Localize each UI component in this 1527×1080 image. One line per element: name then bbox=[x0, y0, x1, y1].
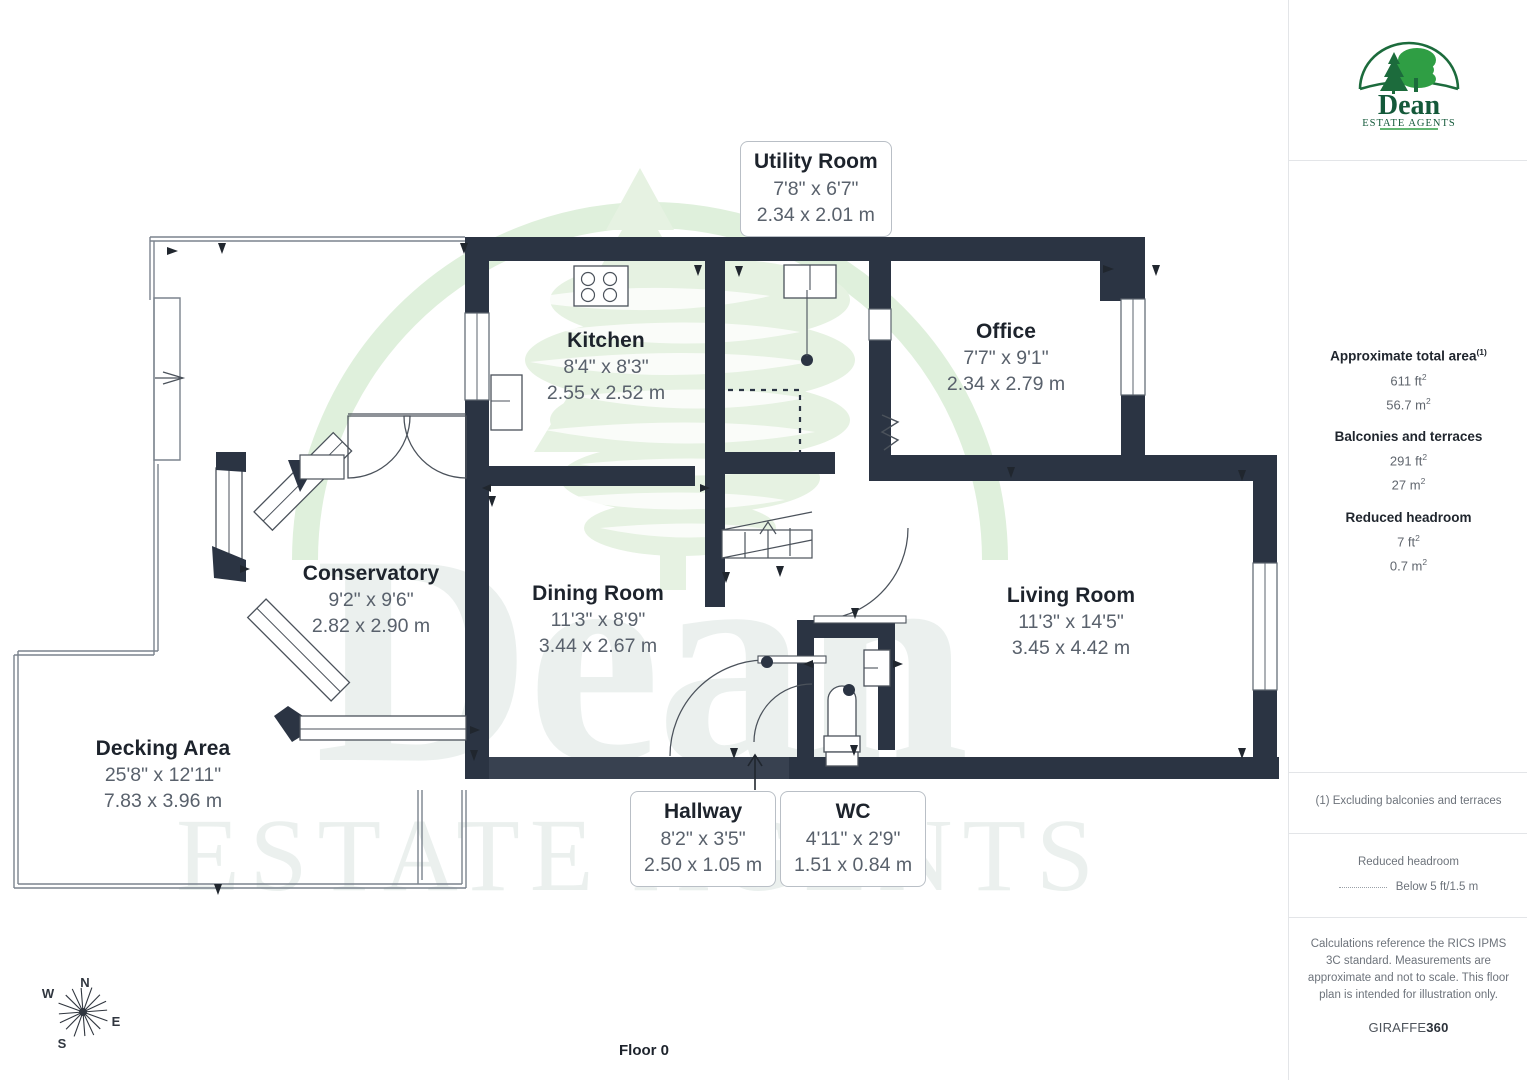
room-dim-imperial: 4'11" x 2'9" bbox=[805, 828, 901, 850]
utility-appliance bbox=[783, 264, 837, 299]
kitchen-unit bbox=[490, 374, 523, 431]
legend-row: Below 5 ft/1.5 m bbox=[1303, 878, 1514, 896]
footnote-block: (1) Excluding balconies and terraces bbox=[1289, 793, 1527, 810]
room-name: WC bbox=[835, 800, 871, 823]
floor-caption: Floor 0 bbox=[618, 1042, 669, 1059]
door-swings bbox=[669, 354, 909, 757]
south-wall-shading bbox=[489, 757, 789, 779]
callout-wc: WC 4'11" x 2'9" 1.51 x 0.84 m bbox=[780, 791, 927, 887]
total-area-footnote-marker: (1) bbox=[1476, 347, 1487, 357]
hob-fixture bbox=[573, 265, 629, 307]
compass-e: E bbox=[112, 1014, 121, 1029]
sidebar-divider bbox=[1289, 917, 1527, 918]
compass-w: W bbox=[42, 986, 55, 1001]
room-dim-metric: 2.50 x 1.05 m bbox=[644, 854, 763, 876]
sidebar-divider bbox=[1289, 772, 1527, 773]
disclaimer-block: Calculations reference the RICS IPMS 3C … bbox=[1289, 936, 1527, 1035]
legend-block: Reduced headroom Below 5 ft/1.5 m bbox=[1289, 853, 1527, 896]
compass-s: S bbox=[58, 1036, 67, 1051]
room-dim-imperial: 8'2" x 3'5" bbox=[660, 828, 746, 850]
info-sidebar: Dean ESTATE AGENTS Approximate total are… bbox=[1288, 0, 1527, 1080]
headroom-imperial: 7 ft2 bbox=[1397, 532, 1420, 550]
headroom-metric: 0.7 m2 bbox=[1389, 557, 1428, 574]
logo-tagline: ESTATE AGENTS bbox=[1362, 118, 1456, 129]
room-name: Utility Room bbox=[754, 150, 878, 173]
windows bbox=[464, 298, 1278, 691]
floorplan-drawing: Dean ESTATE AGENTS bbox=[13, 168, 1279, 913]
legend-item-label: Below 5 ft/1.5 m bbox=[1395, 881, 1479, 893]
footnote-text: (1) Excluding balconies and terraces bbox=[1315, 795, 1502, 807]
stairs bbox=[721, 511, 813, 559]
hallway-pointer bbox=[747, 753, 763, 790]
total-area-metric: 56.7 m2 bbox=[1386, 395, 1431, 413]
legend-title: Reduced headroom bbox=[1357, 856, 1459, 868]
sidebar-divider bbox=[1289, 160, 1527, 161]
total-area-label: Approximate total area(1) bbox=[1330, 347, 1487, 364]
disclaimer-text: Calculations reference the RICS IPMS 3C … bbox=[1307, 938, 1510, 1001]
room-name: Hallway bbox=[663, 800, 743, 823]
dean-logo-icon: Dean ESTATE AGENTS bbox=[1358, 41, 1459, 130]
brand-logo: Dean ESTATE AGENTS bbox=[1289, 34, 1527, 130]
floorplan-canvas: Dean ESTATE AGENTS bbox=[13, 141, 1279, 1059]
dimension-ticks bbox=[167, 243, 1246, 895]
room-dim-metric: 2.34 x 2.01 m bbox=[756, 204, 875, 226]
headroom-label: Reduced headroom bbox=[1345, 509, 1472, 525]
compass-n: N bbox=[80, 975, 89, 990]
balconies-label: Balconies and terraces bbox=[1334, 429, 1483, 445]
room-dim-metric: 1.51 x 0.84 m bbox=[794, 854, 913, 876]
total-area-imperial: 611 ft2 bbox=[1390, 371, 1427, 388]
terrace-gate-marker bbox=[155, 371, 186, 385]
building-walls bbox=[465, 237, 1279, 779]
balconies-imperial: 291 ft2 bbox=[1389, 452, 1428, 469]
wc-toilet bbox=[823, 685, 861, 767]
compass-rose: N E S W bbox=[42, 975, 121, 1051]
sidebar-divider bbox=[1289, 833, 1527, 834]
room-dim-imperial: 7'8" x 6'7" bbox=[773, 178, 859, 200]
dashed-line-swatch bbox=[1338, 886, 1387, 888]
conservatory-structure bbox=[212, 431, 467, 742]
reduced-headroom-dashed bbox=[728, 388, 802, 452]
radiator-symbol bbox=[880, 414, 900, 451]
provider-brand: GIRAFFE360 bbox=[1368, 1020, 1449, 1035]
balconies-metric: 27 m2 bbox=[1391, 476, 1426, 493]
decking-outline bbox=[13, 236, 467, 889]
conservatory-doors bbox=[347, 413, 467, 479]
wc-basin bbox=[863, 649, 891, 687]
callout-utility-room: Utility Room 7'8" x 6'7" 2.34 x 2.01 m bbox=[740, 141, 892, 237]
callout-hallway: Hallway 8'2" x 3'5" 2.50 x 1.05 m bbox=[630, 791, 777, 887]
logo-wordmark: Dean bbox=[1377, 90, 1440, 121]
area-summary: Approximate total area(1) 611 ft2 56.7 m… bbox=[1289, 342, 1527, 576]
